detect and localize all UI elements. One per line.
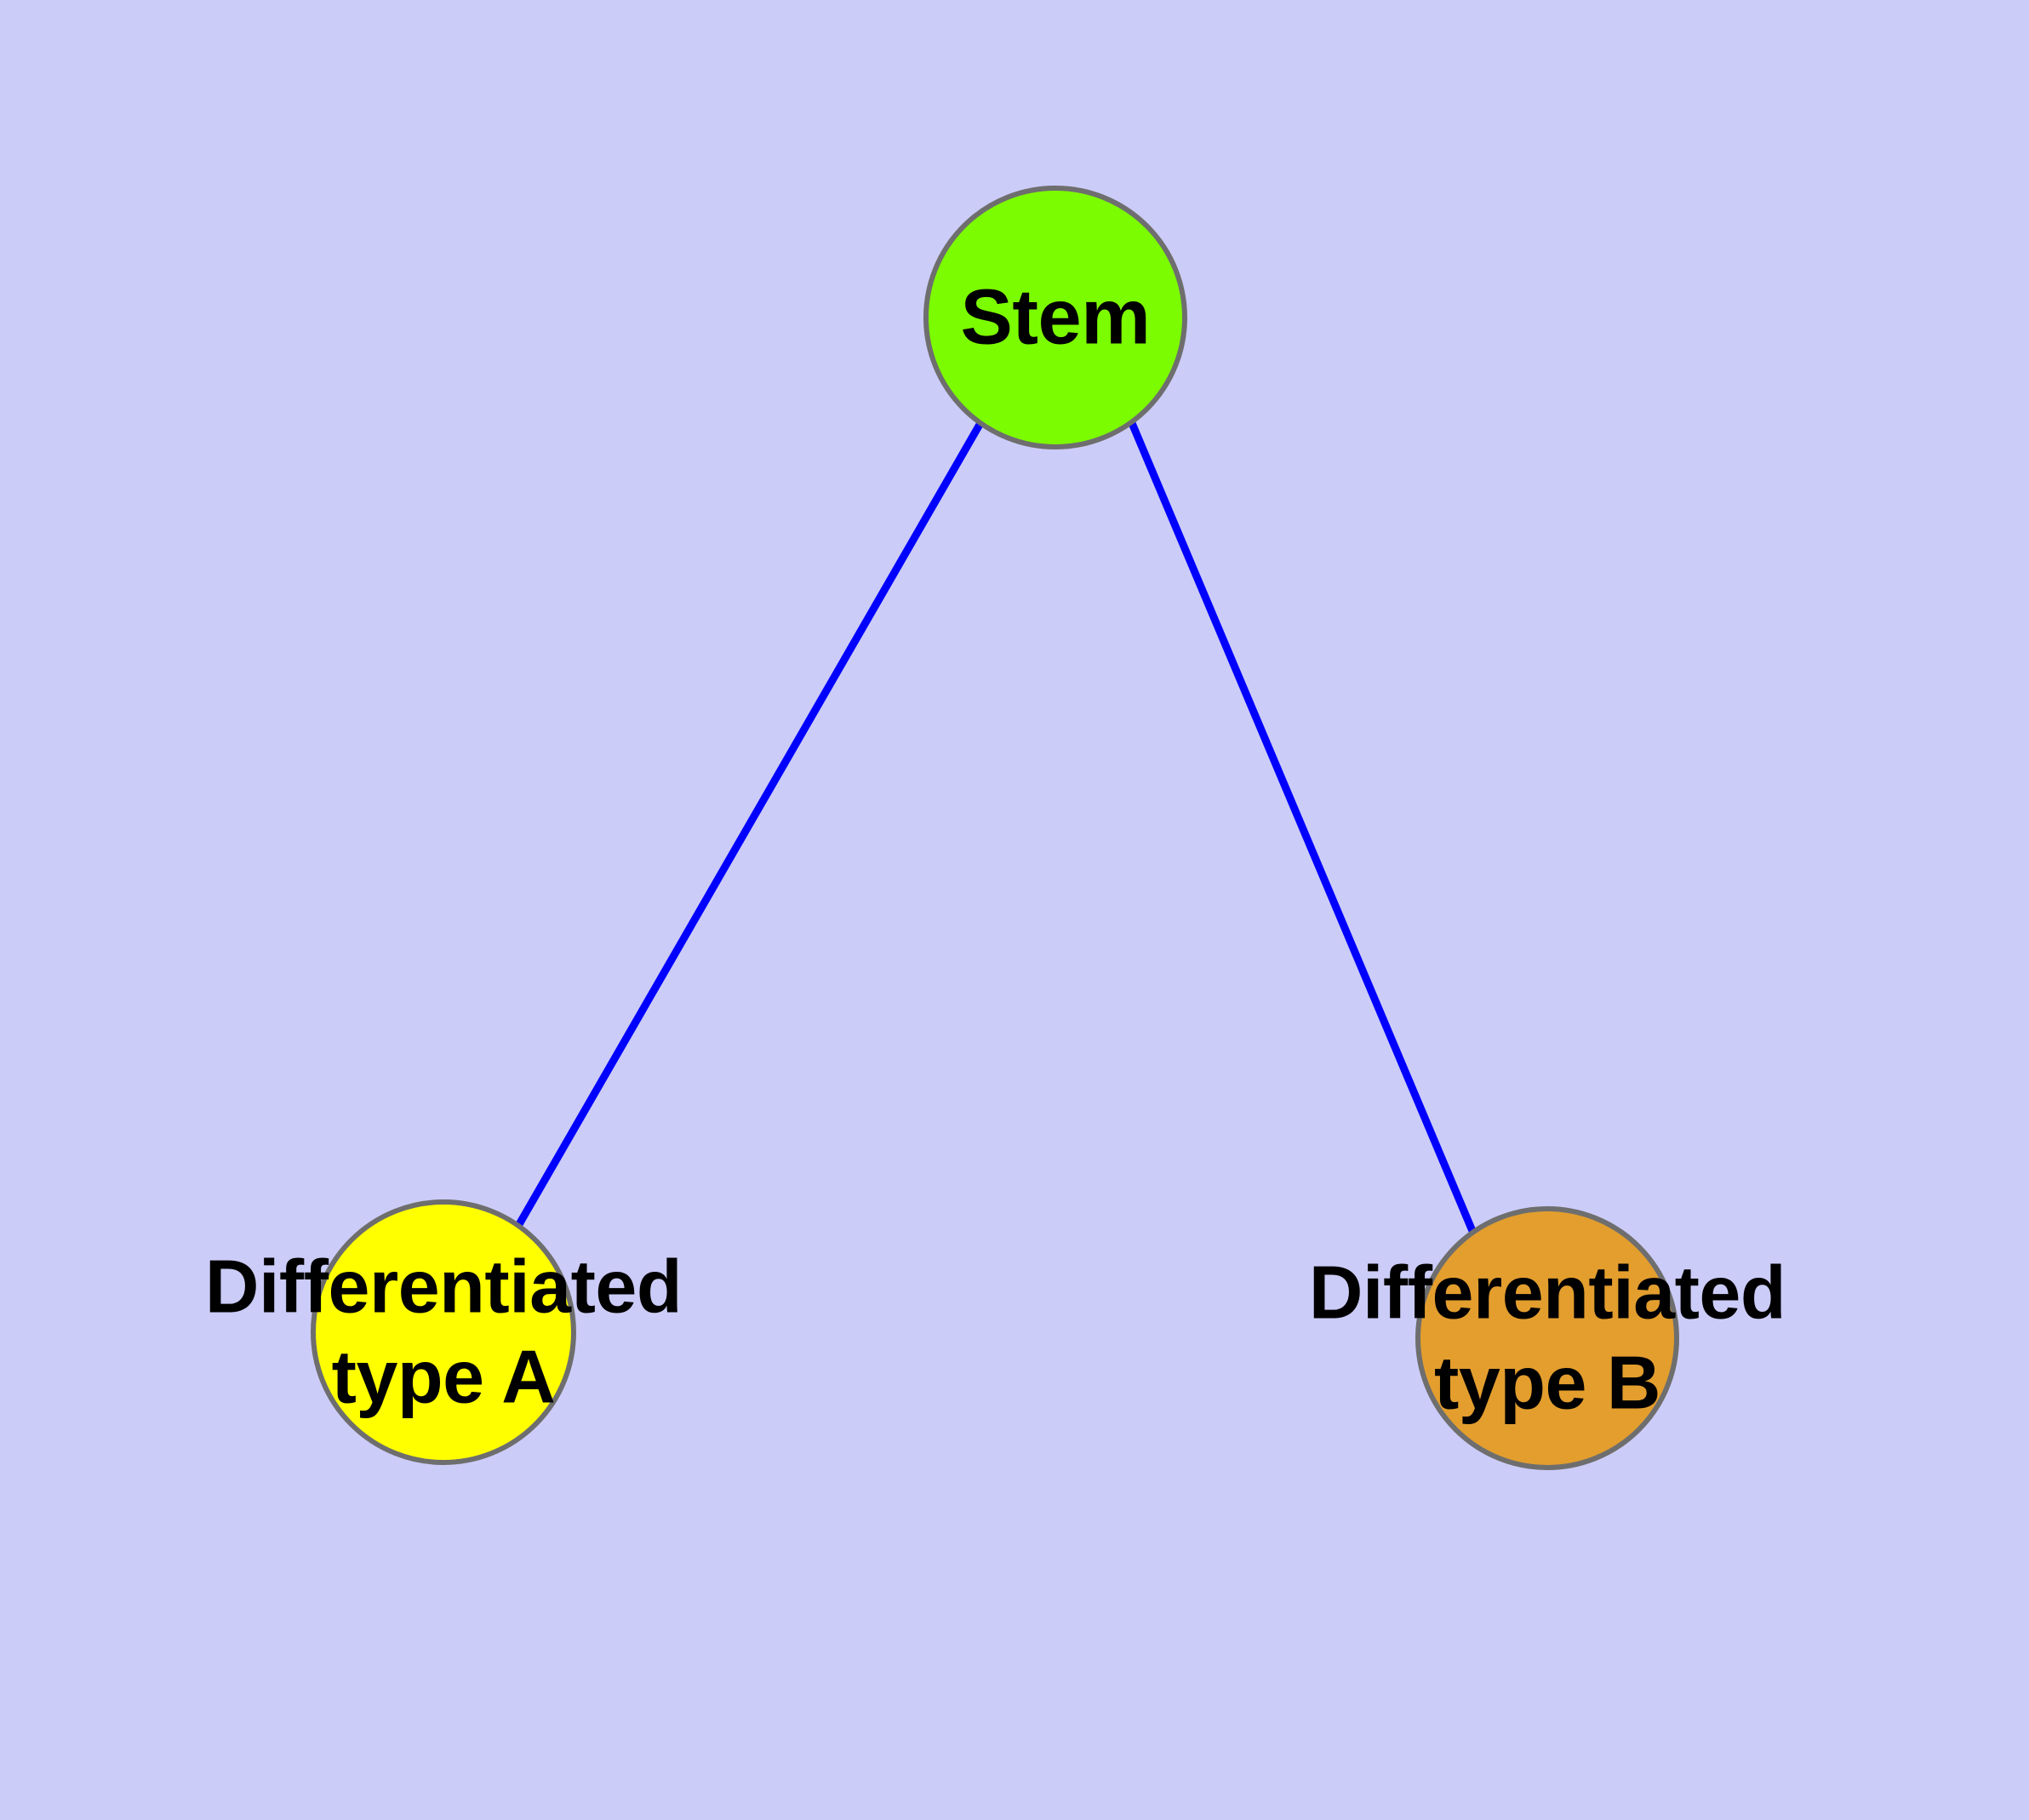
node-stem[interactable] (923, 186, 1187, 449)
node-layer (311, 186, 1679, 1470)
edge-stem-to-differentiated-type-b[interactable] (1128, 421, 1477, 1233)
node-differentiated-type-b[interactable] (1415, 1206, 1679, 1470)
edge-stem-to-differentiated-type-a[interactable] (515, 421, 984, 1228)
node-differentiated-type-a[interactable] (311, 1199, 576, 1465)
edge-layer (515, 421, 1477, 1233)
